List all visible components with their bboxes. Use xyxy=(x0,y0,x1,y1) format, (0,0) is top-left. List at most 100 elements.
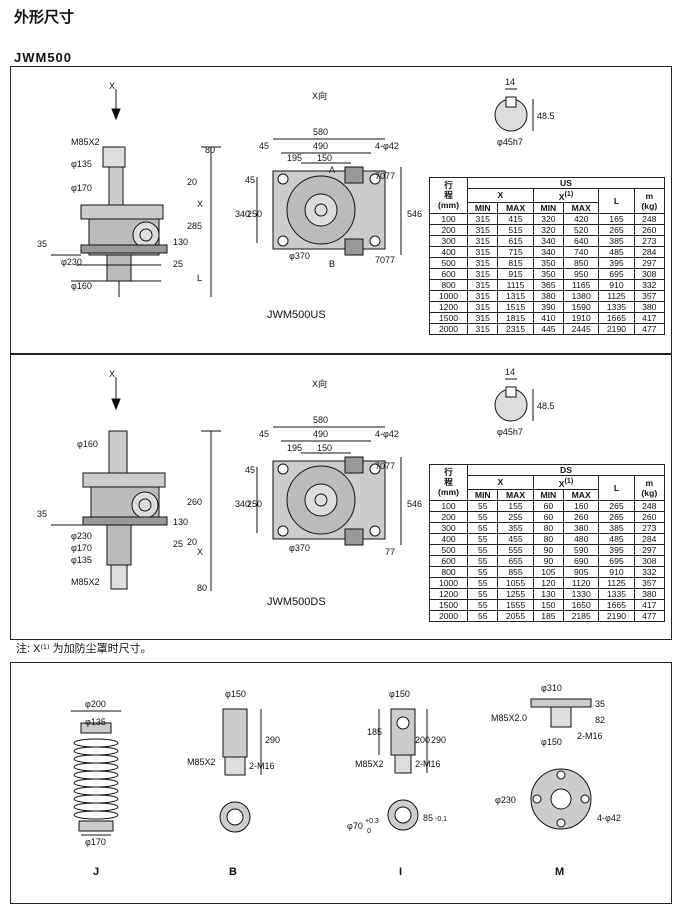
us-table-cell: 315 xyxy=(467,223,499,236)
ds-table-cell: 1500 xyxy=(428,598,469,611)
us-side-dim-3: φ230 xyxy=(61,257,82,267)
us-table-cell: 615 xyxy=(497,234,534,247)
ds-top-dim-2: 45 xyxy=(259,429,269,439)
b-dim-1: 290 xyxy=(265,735,280,745)
us-table-cell: 1515 xyxy=(497,300,534,313)
ds-table-cell: 260 xyxy=(633,510,666,523)
us-table-cell: 445 xyxy=(532,322,565,335)
us-top-dim-8: φ370 xyxy=(289,251,310,261)
us-top-dim-11: 45 xyxy=(245,175,255,185)
us-table-cell: 477 xyxy=(633,322,666,335)
us-side-dim-8: 285 xyxy=(187,221,202,231)
us-caption: JWM500US xyxy=(267,309,326,321)
us-table-cell: 395 xyxy=(598,256,635,269)
ds-table-cell: 1555 xyxy=(497,598,534,611)
accessories-drawing: φ200 φ135 φ170 J φ150 290 M85X2 2-M16 B … xyxy=(71,683,621,878)
us-side-dim-5: 35 xyxy=(37,239,47,249)
ds-table-cell: 357 xyxy=(633,576,666,589)
ds-table-cell: 185 xyxy=(532,609,565,622)
ds-side-dim-8: 20 xyxy=(187,537,197,547)
ds-table-cell: 1200 xyxy=(428,587,469,600)
m-dim-6: φ230 xyxy=(495,795,516,805)
us-top-dim-7: B xyxy=(329,259,335,269)
ds-table-cell: 695 xyxy=(598,554,635,567)
ds-top-dim-4: 150 xyxy=(317,443,332,453)
us-table-cell: 640 xyxy=(563,234,600,247)
ds-sub-header: MIN xyxy=(467,488,499,501)
ds-top-dim-8: 250 xyxy=(247,499,262,509)
us-table-cell: 315 xyxy=(467,311,499,324)
ds-side-dim-1: 35 xyxy=(37,509,47,519)
ds-table-cell: 60 xyxy=(532,510,565,523)
us-table-cell: 315 xyxy=(467,300,499,313)
us-table-cell: 248 xyxy=(633,212,666,225)
us-table-cell: 695 xyxy=(598,267,635,280)
us-table-cell: 200 xyxy=(428,223,469,236)
page-title: 外形尺寸 xyxy=(14,9,75,26)
ds-x-arrow-label: X xyxy=(109,369,115,379)
ds-table-cell: 590 xyxy=(563,543,600,556)
ds-table-cell: 55 xyxy=(467,587,499,600)
us-table-cell: 165 xyxy=(598,212,635,225)
ds-table-cell: 160 xyxy=(563,499,600,512)
us-side-dim-1: φ135 xyxy=(71,159,92,169)
us-table-cell: 740 xyxy=(563,245,600,258)
us-table-cell: 1500 xyxy=(428,311,469,324)
us-table-cell: 100 xyxy=(428,212,469,225)
us-table-cell: 515 xyxy=(497,223,534,236)
us-table-cell: 315 xyxy=(467,256,499,269)
us-view-label: X向 xyxy=(312,90,327,101)
us-top-dim-13: 77 xyxy=(385,171,395,181)
us-side-dim-4: φ160 xyxy=(71,281,92,291)
us-x-header: X xyxy=(467,188,534,203)
ds-side-dim-9: 25 xyxy=(173,539,183,549)
ds-top-dim-6: φ370 xyxy=(289,543,310,553)
m-dim-0: φ310 xyxy=(541,683,562,693)
us-side-dim-6: 80 xyxy=(205,145,215,155)
us-table-cell: 1335 xyxy=(598,300,635,313)
i-label: I xyxy=(399,866,402,878)
ds-table-cell: 355 xyxy=(497,521,534,534)
ds-table-cell: 284 xyxy=(633,532,666,545)
us-table-cell: 950 xyxy=(563,267,600,280)
us-key-dim-1: 48.5 xyxy=(537,111,555,121)
j-dim-0: φ200 xyxy=(85,699,106,709)
ds-table-cell: 60 xyxy=(532,499,565,512)
ds-top-dim-12: 77 xyxy=(385,547,395,557)
us-top-dim-16: 546 xyxy=(407,209,422,219)
us-drawing: X X向 JWM500US M85X2 φ135 φ170 φ230 φ160 … xyxy=(37,77,555,321)
us-table-cell: 340 xyxy=(532,245,565,258)
us-top-dim-9: 340 xyxy=(235,209,250,219)
us-table-cell: 915 xyxy=(497,267,534,280)
us-table-cell: 315 xyxy=(467,245,499,258)
ds-spec-table: 行程(mm) DS X X(1) L m(kg) MIN MAX MIN MAX… xyxy=(428,464,666,622)
i-dim-3: 290 xyxy=(431,735,446,745)
ds-side-dim-5: φ170 xyxy=(71,543,92,553)
i-dim-2: 200 xyxy=(415,735,430,745)
us-sub-header: MAX xyxy=(497,201,534,214)
us-x-arrow-label: X xyxy=(109,81,115,91)
us-table-cell: 297 xyxy=(633,256,666,269)
us-table-cell: 357 xyxy=(633,289,666,302)
ds-table-cell: 55 xyxy=(467,532,499,545)
us-table-cell: 315 xyxy=(467,278,499,291)
ds-table-cell: 910 xyxy=(598,565,635,578)
ds-table-cell: 1000 xyxy=(428,576,469,589)
us-table-cell: 500 xyxy=(428,256,469,269)
us-table-cell: 340 xyxy=(532,234,565,247)
b-dim-3: 2-M16 xyxy=(249,761,275,771)
us-table-cell: 415 xyxy=(497,212,534,225)
ds-table-cell: 400 xyxy=(428,532,469,545)
ds-table-cell: 55 xyxy=(467,609,499,622)
